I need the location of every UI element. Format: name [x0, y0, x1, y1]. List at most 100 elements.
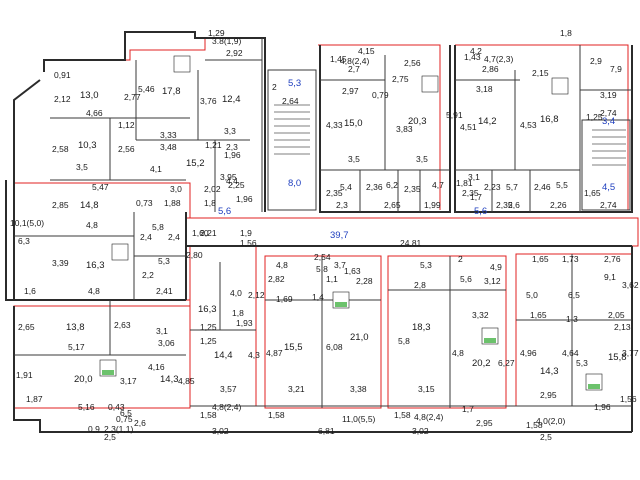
- label-10-1: 10,1(5,0): [10, 218, 44, 228]
- label-3-21: 3,21: [288, 384, 305, 394]
- label-1-7: 1,7: [470, 192, 482, 202]
- label-5-3a: 5,3: [158, 256, 170, 266]
- label-1-60: 1,60: [192, 228, 209, 238]
- label-3-1b: 3,1: [156, 326, 168, 336]
- label-1-45: 1,45: [330, 54, 347, 64]
- label-1-56b: 1,56: [620, 394, 637, 404]
- label-2-35c: 2,35: [404, 184, 421, 194]
- label-6-27: 6,27: [498, 358, 515, 368]
- label-2-35d: 2,35: [496, 200, 513, 210]
- label-3-0: 3,0: [170, 184, 182, 194]
- label-1-58a: 1,58: [200, 410, 217, 420]
- label-2-05: 2,05: [608, 310, 625, 320]
- label-3-83: 3,83: [396, 124, 413, 134]
- label-1-58c: 1,58: [394, 410, 411, 420]
- label-4-8b: 4,8: [88, 286, 100, 296]
- label-1-29: 1,29: [208, 28, 225, 38]
- label-2-95a: 2,95: [540, 390, 557, 400]
- label-1-21: 1,21: [205, 140, 222, 150]
- label-5-0: 5,0: [526, 290, 538, 300]
- label-1-56a: 1,56: [240, 238, 257, 248]
- label-3-32: 3,32: [472, 310, 489, 320]
- label-2-41: 2,41: [156, 286, 173, 296]
- room-outlines: [13, 37, 639, 409]
- label-16-3: 16,3: [86, 260, 105, 271]
- label-4-4: 4,4: [226, 176, 238, 186]
- label-2-6: 2,6: [508, 200, 520, 210]
- label-2-top-b: 2: [458, 254, 463, 264]
- corridor: [185, 217, 639, 247]
- label-4-8-24: 4,8(2,4): [340, 56, 369, 66]
- label-39-7-blue: 39,7: [330, 230, 349, 241]
- label-15-5: 15,5: [284, 342, 303, 353]
- label-1-43: 1,43: [464, 52, 481, 62]
- label-3-5a: 3,5: [76, 162, 88, 172]
- label-3-15: 3,15: [418, 384, 435, 394]
- label-12-4: 12,4: [222, 94, 241, 105]
- label-2-82: 2,82: [268, 274, 285, 284]
- label-2-2: 2,2: [142, 270, 154, 280]
- label-0-91: 0,91: [54, 70, 71, 80]
- label-6-2: 6,2: [386, 180, 398, 190]
- label-0-79: 0,79: [372, 90, 389, 100]
- label-1-69: 1,69: [276, 294, 293, 304]
- label-11-0: 11,0(5,5): [342, 414, 376, 424]
- label-3-3a: 3,3: [224, 126, 236, 136]
- label-5-3-blue: 5,3: [288, 78, 301, 89]
- label-5-5: 5,5: [556, 180, 568, 190]
- label-3-7: 3,7: [334, 260, 346, 270]
- label-3-77: 3,77: [622, 348, 639, 358]
- label-3-06: 3,06: [158, 338, 175, 348]
- label-20-2: 20,2: [472, 358, 491, 369]
- label-16-8: 16,8: [540, 114, 559, 125]
- label-2-56: 2,56: [404, 58, 421, 68]
- label-2-35a: 2,35: [326, 188, 343, 198]
- label-1-87: 1,87: [26, 394, 43, 404]
- label-1-58b: 1,58: [268, 410, 285, 420]
- label-14-2: 14,2: [478, 116, 497, 127]
- label-2-5a: 2,5: [104, 432, 116, 442]
- label-1-96: 1,96: [224, 150, 241, 160]
- label-14-8: 14,8: [80, 200, 99, 211]
- label-3-95: 3,95: [220, 172, 237, 182]
- label-1-93: 1,93: [236, 318, 253, 328]
- label-2-15: 2,15: [532, 68, 549, 78]
- label-2-54: 2,54: [314, 252, 331, 262]
- label-1-65c: 1,65: [530, 310, 547, 320]
- label-15-2: 15,2: [186, 158, 205, 169]
- label-5-6-blue: 5,6: [218, 206, 231, 217]
- label-5-3b: 5,3: [420, 260, 432, 270]
- label-10-3: 10,3: [78, 140, 97, 151]
- label-5-91: 5,91: [446, 110, 463, 120]
- label-2-3b: 2,3: [336, 200, 348, 210]
- label-1-7b: 1,7: [462, 404, 474, 414]
- label-1-25c: 1,25: [200, 336, 217, 346]
- label-6-3: 6,3: [18, 236, 30, 246]
- label-2-75: 2,75: [392, 74, 409, 84]
- label-2-12b: 2,12: [248, 290, 265, 300]
- label-4-0a: 4,0: [230, 288, 242, 298]
- label-8-0-blue: 8,0: [288, 178, 301, 189]
- label-1-1: 1,1: [326, 274, 338, 284]
- label-4-8-24c: 4,8(2,4): [414, 412, 443, 422]
- label-2-12: 2,12: [54, 94, 71, 104]
- label-4-9: 4,9: [490, 262, 502, 272]
- label-4-8a: 4,8: [86, 220, 98, 230]
- label-2-86: 2,86: [482, 64, 499, 74]
- label-3-12: 3,12: [484, 276, 501, 286]
- label-2-65b: 2,65: [18, 322, 35, 332]
- label-6-81: 6,81: [318, 426, 335, 436]
- label-4-5-blue: 4,5: [602, 182, 615, 193]
- label-2-13: 2,13: [614, 322, 631, 332]
- label-4-66: 4,66: [86, 108, 103, 118]
- label-3-62: 3,62: [622, 280, 639, 290]
- label-2-56b: 2,56: [118, 144, 135, 154]
- label-5-8: 5,8: [152, 222, 164, 232]
- label-2-63: 2,63: [114, 320, 131, 330]
- label-0-9: 0,9: [88, 424, 100, 434]
- label-4-1: 4,1: [150, 164, 162, 174]
- label-4-7: 4,7: [432, 180, 444, 190]
- label-6-08: 6,08: [326, 342, 343, 352]
- label-1-25: 1,25: [586, 112, 603, 122]
